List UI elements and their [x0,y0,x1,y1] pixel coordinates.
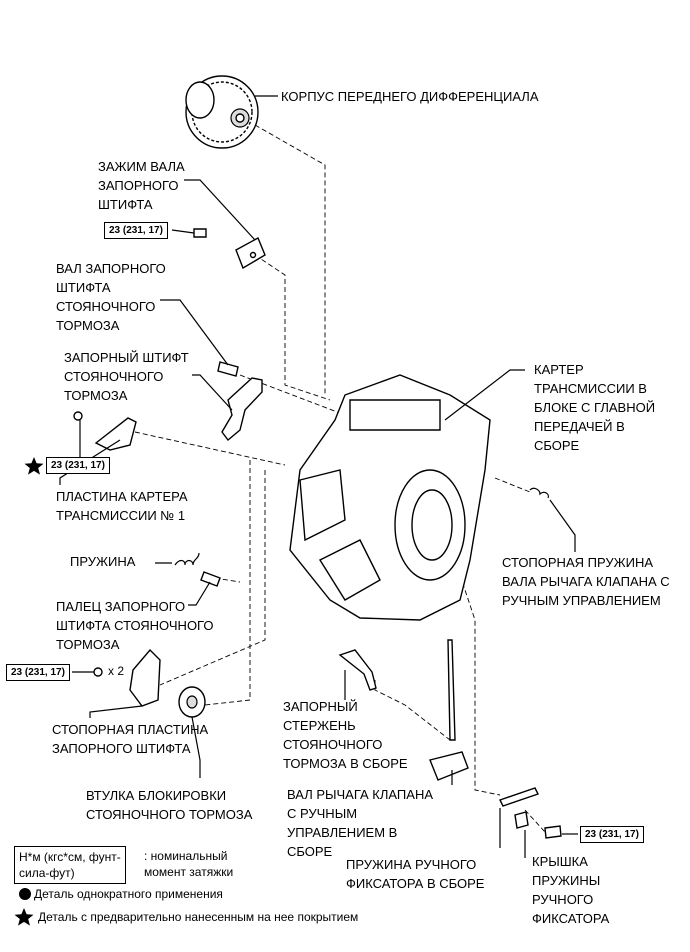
leader-lines [59,95,578,858]
black-circle-icon [19,888,31,900]
pin-finger-label: ПАЛЕЦ ЗАПОРНОГО ШТИФТА СТОЯНОЧНОГО ТОРМО… [56,599,214,652]
spring-label: ПРУЖИНА [70,554,136,569]
diff-case-label: КОРПУС ПЕРЕДНЕГО ДИФФЕРЕНЦИАЛА [281,89,539,104]
pin-shaft-clamp-label: ЗАЖИМ ВАЛА ЗАПОРНОГО ШТИФТА [98,159,185,212]
torque-box-lock-plate: 23 (231, 17) [6,664,70,681]
black-star-icon [14,908,34,926]
torque-box-plate: 23 (231, 17) [46,457,110,474]
torque-box-clamp: 23 (231, 17) [104,222,168,239]
detent-cover-part [514,811,562,839]
lock-pin-shaft-part [217,361,239,377]
valve-lever-shaft-part [429,639,469,781]
legend-unit-desc: : номинальный момент затяжки [144,849,234,879]
case-plate-label: ПЛАСТИНА КАРТЕРА ТРАНСМИССИИ № 1 [56,489,188,523]
transaxle-case-part [289,374,491,621]
bushing-label: ВТУЛКА БЛОКИРОВКИ СТОЯНОЧНОГО ТОРМОЗА [86,788,253,822]
pin-shaft-label: ВАЛ ЗАПОРНОГО ШТИФТА СТОЯНОЧНОГО ТОРМОЗА [56,261,166,333]
lock-pin-part [221,377,263,442]
detent-cover-label: КРЫШКА ПРУЖИНЫ РУЧНОГО ФИКСАТОРА [532,854,610,926]
valve-lever-shaft-label: ВАЛ РЫЧАГА КЛАПАНА С РУЧНЫМ УПРАВЛЕНИЕМ … [287,787,434,859]
bushing-part [178,686,206,718]
torque-box-cover: 23 (231, 17) [580,826,644,843]
legend-precoated: Деталь с предварительно нанесенным на не… [38,910,359,924]
lock-rod-label: ЗАПОРНЫЙ СТЕРЖЕНЬ СТОЯНОЧНОГО ТОРМОЗА В … [283,699,408,771]
pin-shaft-clamp-part [193,228,266,270]
lock-plate-label: СТОПОРНАЯ ПЛАСТИНА ЗАПОРНОГО ШТИФТА [52,722,209,756]
differential-case-part [185,75,259,149]
retaining-spring-label: СТОПОРНАЯ ПРУЖИНА ВАЛА РЫЧАГА КЛАПАНА С … [502,555,670,608]
transaxle-case-label: КАРТЕР ТРАНСМИССИИ В БЛОКЕ С ГЛАВНОЙ ПЕР… [534,362,656,453]
lock-rod-part [338,649,377,691]
case-plate-part [73,411,137,451]
torque-multiplier: x 2 [108,664,125,678]
legend-single-use: Деталь однократного применения [34,887,223,901]
detent-spring-part [499,787,539,807]
spring-part [174,552,200,566]
precoated-star-icon [24,457,44,475]
lock-plate-part [93,648,161,707]
lock-pin-label: ЗАПОРНЫЙ ШТИФТ СТОЯНОЧНОГО ТОРМОЗА [64,350,189,403]
detent-spring-label: ПРУЖИНА РУЧНОГО ФИКСАТОРА В СБОРЕ [346,857,485,891]
pin-finger-part [200,571,221,587]
retaining-spring-part [529,487,549,499]
legend-unit-box: Н*м (кгс*см, фунт- сила-фут) [14,846,126,884]
